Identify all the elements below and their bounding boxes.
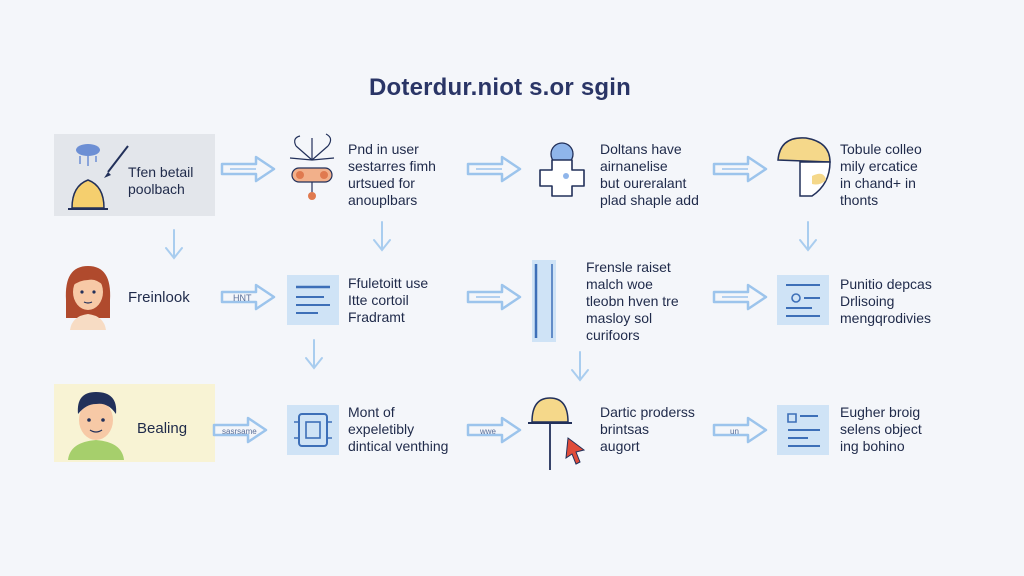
lamp-icon [528, 397, 572, 470]
node-line: Tfen betail [128, 164, 194, 180]
node-r3c1: Bealing [137, 420, 187, 437]
sparkle-icon [289, 133, 335, 161]
node-line: Bealing [137, 420, 188, 437]
pen-icon [104, 145, 129, 178]
node-line: anouplbars [348, 192, 418, 208]
node-line: Fradramt [348, 309, 405, 325]
node-r3c2: Mont of expeletibly dintical venthing [348, 404, 448, 455]
node-line: mily ercatice [840, 158, 918, 174]
arrow-scribbles [230, 168, 748, 298]
node-line: Frensle raiset [586, 259, 671, 275]
document-icon-r2c2 [287, 275, 339, 325]
node-line: Dartic proderss [600, 404, 695, 420]
arrow-label-r3a2: wwe [479, 427, 497, 436]
node-line: Eugher broig [840, 404, 921, 420]
down-arrow-c2a [373, 221, 391, 251]
node-line: Freinlook [128, 289, 190, 306]
node-line: Ffuletoitt use [348, 275, 429, 291]
node-line: poolbach [128, 181, 185, 197]
node-line: airnanelise [600, 158, 668, 174]
arrow-r3-a3 [712, 416, 768, 444]
node-line: Doltans have [600, 141, 682, 157]
node-line: in chand+ in [840, 175, 916, 191]
node-line: augort [600, 438, 640, 454]
helmet-icon [777, 137, 831, 197]
node-line: Mont of [348, 404, 395, 420]
node-r3c3: Dartic proderss brintsas augort [600, 404, 695, 455]
down-arrow-c4 [799, 221, 817, 251]
node-r1c3: Doltans have airnanelise but oureralant … [600, 141, 699, 209]
node-line: plad shaple add [600, 192, 699, 208]
down-arrow-c2b [305, 339, 323, 369]
node-line: mengqrodivies [840, 310, 932, 326]
node-line: sestarres fimh [348, 158, 436, 174]
node-line: brintsas [600, 421, 650, 437]
node-line: Tobule colleo [840, 141, 922, 157]
node-line: tleobn hven tre [586, 293, 679, 309]
arrow-label-r3a1: sasrsame [222, 427, 257, 436]
arrow-label-r2a1: HNT [233, 293, 252, 303]
down-arrow-c1 [165, 229, 183, 259]
node-line: but oureralant [600, 175, 687, 191]
node-r1c2: Pnd in user sestarres fimh urtsued for a… [348, 141, 436, 209]
node-r2c3: Frensle raiset malch woe tleobn hven tre… [586, 259, 679, 344]
node-line: urtsued for [348, 175, 415, 191]
seed-icon [68, 179, 108, 210]
node-line: curifoors [586, 327, 640, 343]
puzzle-icon [539, 142, 585, 197]
node-line: Pnd in user [348, 141, 419, 157]
arrow-label-r3a3: un [730, 427, 739, 436]
chip-icon-r3c2 [287, 405, 339, 455]
node-line: ing bohino [840, 438, 905, 454]
node-r2c4: Punitio depcas Drlisoing mengqrodivies [840, 276, 932, 327]
down-arrow-c3 [571, 351, 589, 381]
node-line: selens object [840, 421, 922, 437]
node-r1c4: Tobule colleo mily ercatice in chand+ in… [840, 141, 922, 209]
man-avatar-icon [68, 392, 124, 460]
woman-avatar-icon [65, 266, 111, 330]
node-line: dintical venthing [348, 438, 449, 454]
node-line: malch woe [586, 276, 653, 292]
organ-icon [291, 167, 333, 200]
node-line: masloy sol [586, 310, 653, 326]
node-r2c1: Freinlook [128, 289, 190, 306]
node-line: Itte cortoil [348, 292, 409, 308]
diagram-title: Doterdur.niot s.or sgin [369, 74, 631, 101]
node-line: expeletibly [348, 421, 415, 437]
node-r3c4: Eugher broig selens object ing bohino [840, 404, 922, 455]
node-r2c2: Ffuletoitt use Itte cortoil Fradramt [348, 275, 428, 326]
cloud-icon [76, 144, 100, 166]
report-icon-r2c4 [777, 275, 829, 325]
node-line: Punitio depcas [840, 276, 932, 292]
node-line: thonts [840, 192, 879, 208]
list-icon-r3c4 [777, 405, 829, 455]
node-r1c1: Tfen betail poolbach [128, 164, 193, 198]
cursor-icon [565, 437, 586, 465]
split-panel-icon [532, 260, 556, 342]
node-line: Drlisoing [840, 293, 895, 309]
